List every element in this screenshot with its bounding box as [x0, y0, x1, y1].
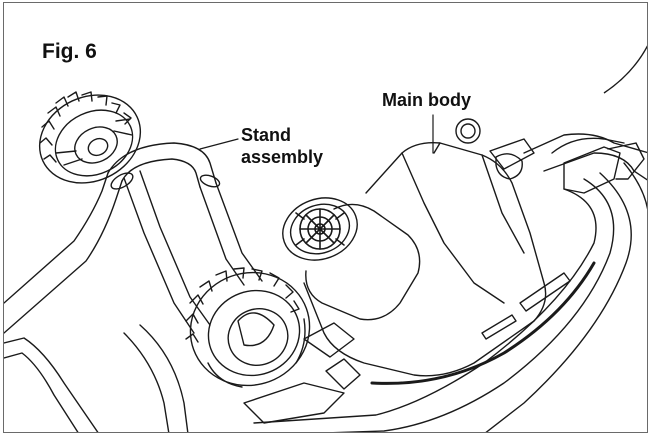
stand-assembly-leader-line [199, 138, 239, 150]
main-body [243, 118, 647, 432]
figure-label: Fig. 6 [42, 40, 97, 63]
lower-wheel [185, 267, 311, 388]
stand-assembly-callout: Stand assembly [241, 125, 323, 168]
right-edge-outline [603, 45, 647, 94]
stand-assembly [4, 142, 263, 432]
main-body-callout: Main body [382, 90, 471, 110]
upper-wheel [38, 91, 142, 184]
figure-frame: Fig. 6 Main body Stand assembly [3, 2, 648, 433]
product-illustration [4, 45, 647, 432]
stand-assembly-callout-line1: Stand [241, 125, 292, 145]
stand-assembly-callout-line2: assembly [241, 146, 324, 167]
